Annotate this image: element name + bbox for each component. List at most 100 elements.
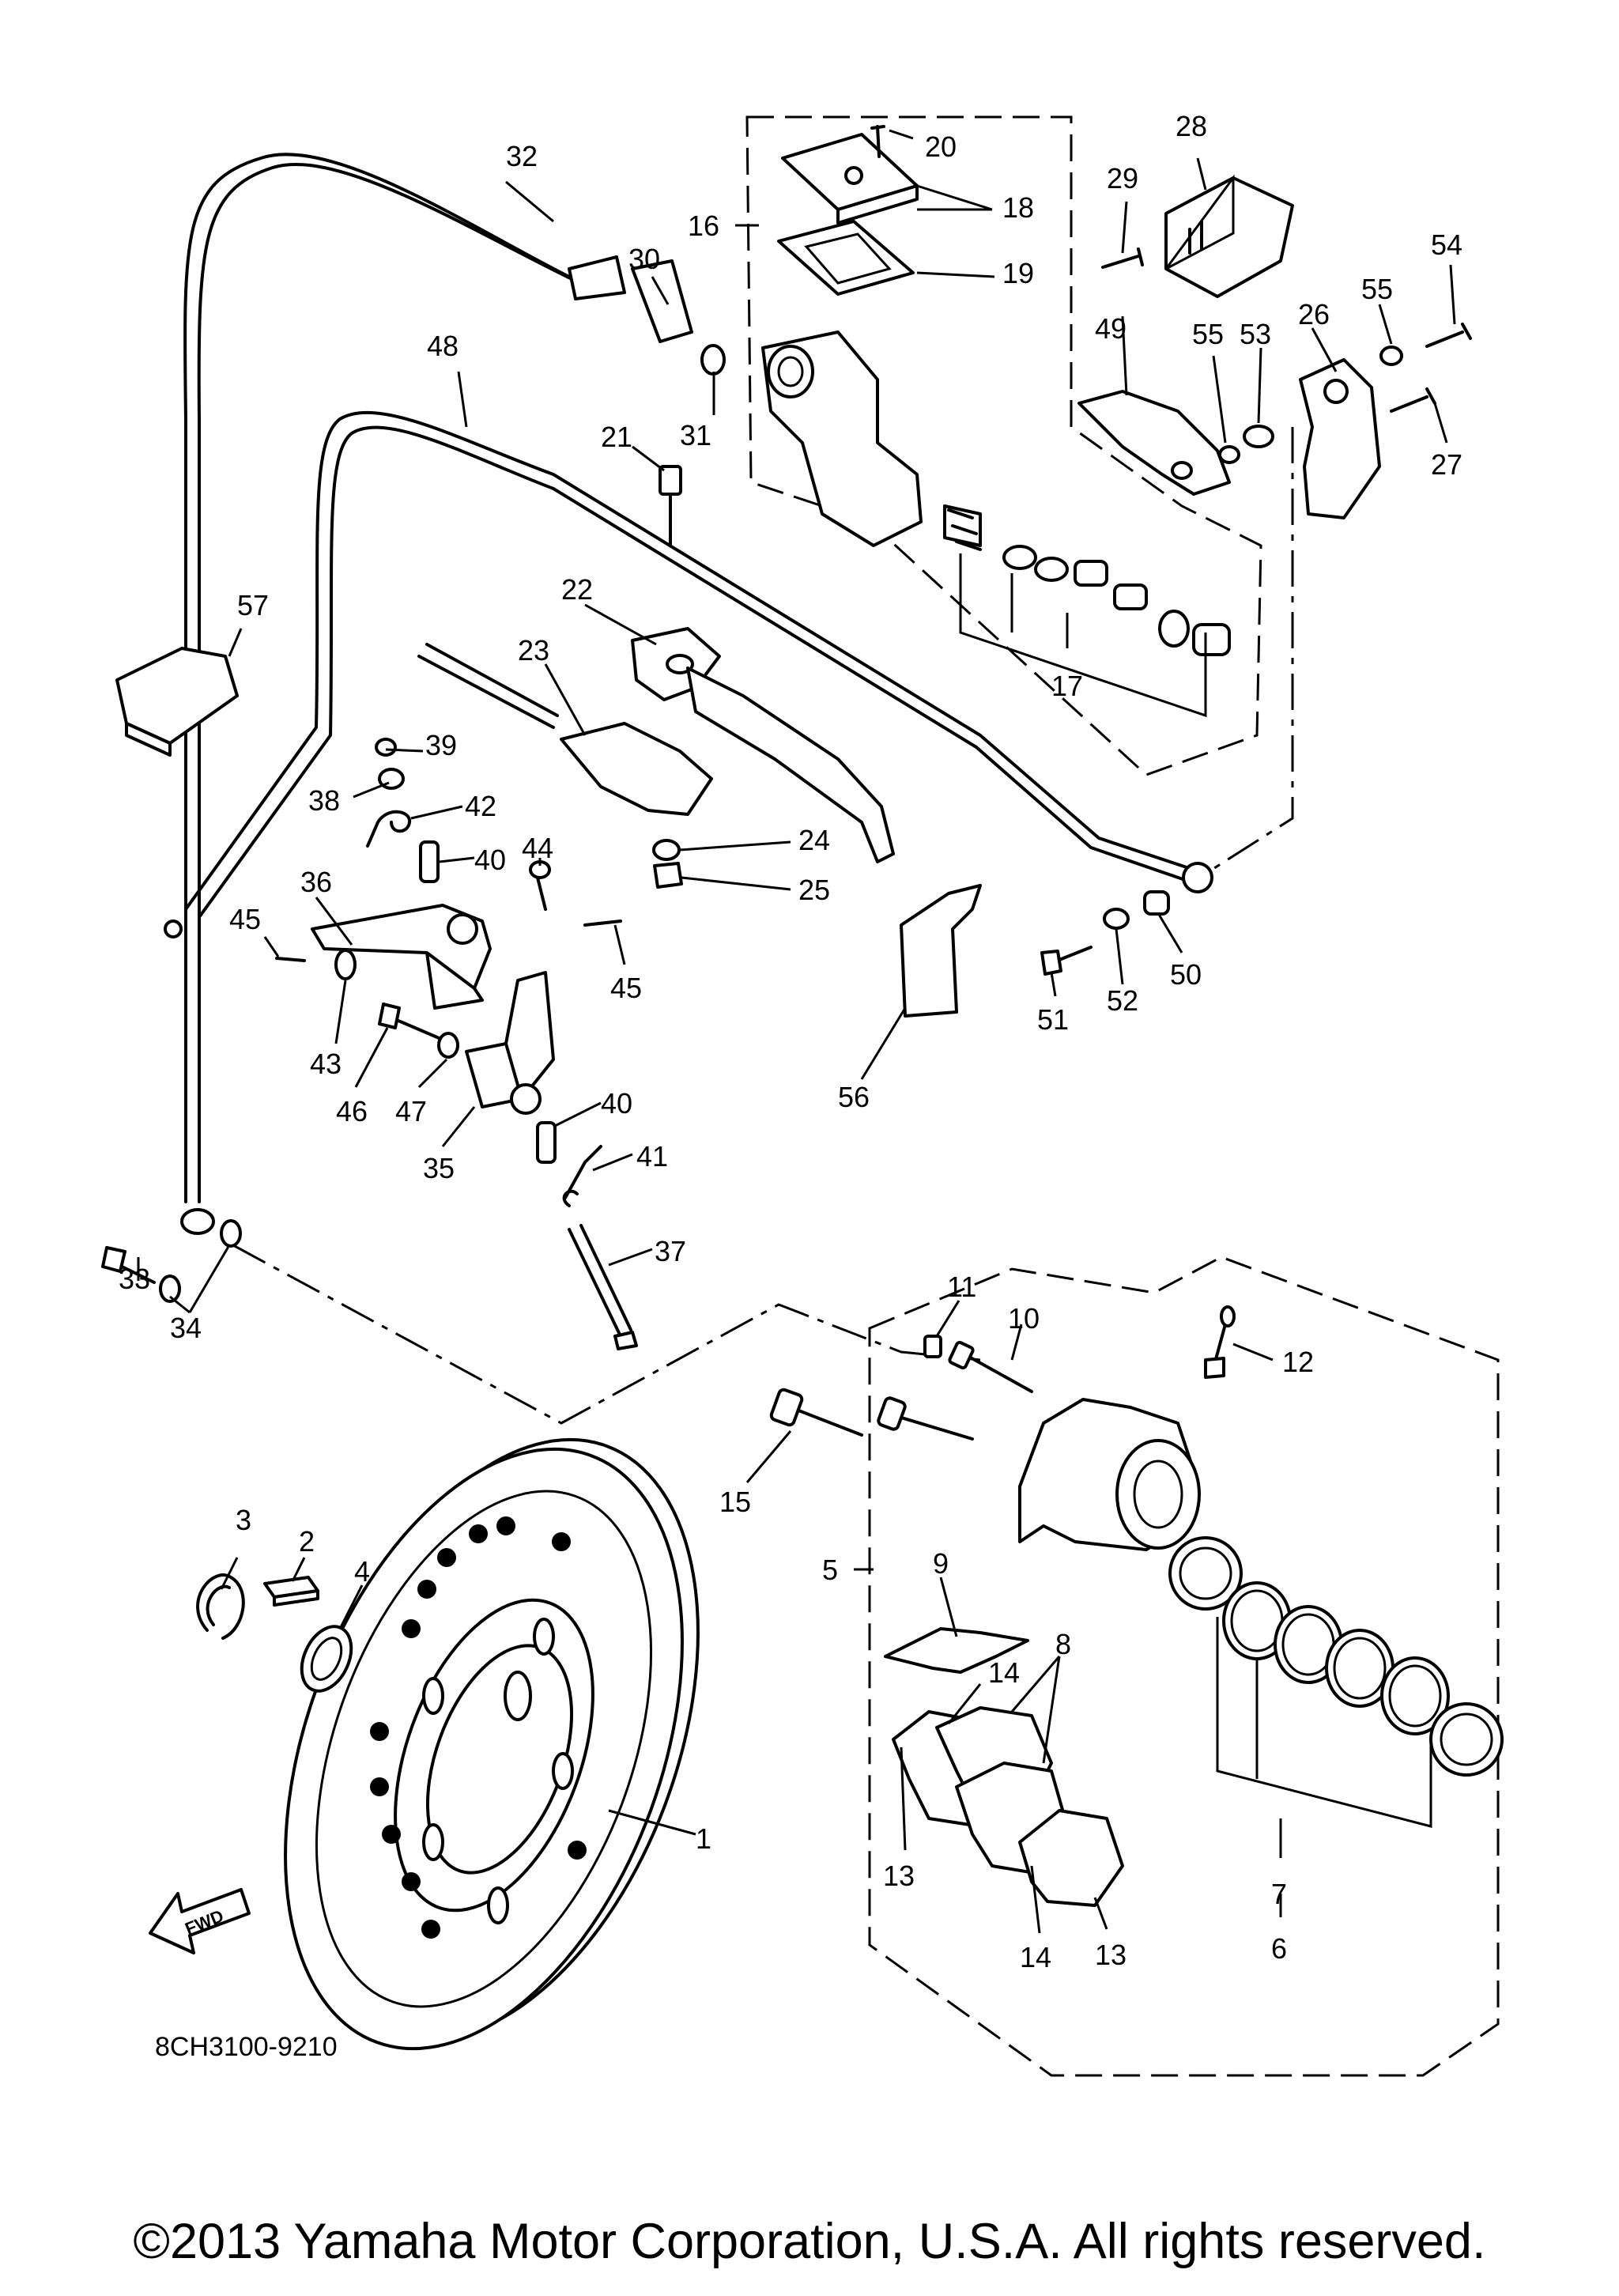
callout-13a: 13 xyxy=(883,1860,915,1892)
callout-55a: 55 xyxy=(1192,318,1224,350)
fwd-arrow: FWD xyxy=(149,1888,251,1954)
guard-56 xyxy=(900,884,982,1018)
screw-20 xyxy=(870,125,885,158)
pedal-linkage xyxy=(101,738,638,1350)
seal-7d xyxy=(1380,1656,1450,1735)
misc-parts xyxy=(900,884,1170,1018)
callout-15: 15 xyxy=(719,1486,751,1518)
callout-1: 1 xyxy=(696,1822,711,1855)
pin-44 xyxy=(536,876,547,911)
callout-32: 32 xyxy=(506,140,538,172)
callout-23: 23 xyxy=(518,634,549,667)
callout-17: 17 xyxy=(1051,670,1083,702)
pin-43 xyxy=(334,949,357,980)
callout-3: 3 xyxy=(236,1504,251,1536)
callout-56: 56 xyxy=(838,1081,870,1113)
callout-25: 25 xyxy=(798,874,830,906)
callout-31: 31 xyxy=(680,419,711,451)
collar-53 xyxy=(1243,425,1274,448)
callout-14b: 14 xyxy=(1020,1941,1051,1973)
diaphragm-19 xyxy=(777,220,915,296)
copyright-notice: ©2013 Yamaha Motor Corporation, U.S.A. A… xyxy=(133,2214,1486,2269)
callout-13b: 13 xyxy=(1095,1939,1127,1971)
circlip-3 xyxy=(196,1573,245,1640)
callout-24: 24 xyxy=(798,824,830,856)
callout-41: 41 xyxy=(636,1140,668,1173)
cotter-45b xyxy=(583,920,622,927)
callout-54: 54 xyxy=(1431,228,1462,261)
callout-7: 7 xyxy=(1271,1878,1287,1910)
callout-14a: 14 xyxy=(988,1656,1020,1689)
washer-55b xyxy=(1379,346,1403,366)
callout-6: 6 xyxy=(1271,1932,1287,1965)
callout-28: 28 xyxy=(1176,110,1207,142)
callout-30: 30 xyxy=(628,243,660,275)
collar-47 xyxy=(437,1032,459,1059)
callout-57: 57 xyxy=(237,589,269,621)
callout-42: 42 xyxy=(465,790,496,822)
callout-52: 52 xyxy=(1107,984,1138,1017)
pin-40a xyxy=(419,840,440,883)
master-cylinder xyxy=(761,125,1231,718)
diagram-code: 8CH3100-9210 xyxy=(155,2032,338,2062)
cable-routing-line xyxy=(1205,427,1294,875)
callout-16: 16 xyxy=(688,210,719,242)
callout-34: 34 xyxy=(170,1312,202,1344)
nut-24 xyxy=(652,839,681,861)
pedal-49 xyxy=(1077,390,1231,496)
washer-34b xyxy=(220,1219,242,1248)
callout-19: 19 xyxy=(1002,257,1034,289)
master-cylinder-assembly-box xyxy=(745,115,1262,776)
spring-41 xyxy=(562,1145,602,1207)
leader-lines xyxy=(137,129,1456,1934)
callout-21: 21 xyxy=(601,421,632,453)
callout-29: 29 xyxy=(1107,162,1138,194)
callout-18: 18 xyxy=(1002,191,1034,224)
switch-28 xyxy=(1164,176,1294,298)
callout-44: 44 xyxy=(522,832,553,864)
spring-42 xyxy=(366,810,411,848)
callout-50: 50 xyxy=(1170,958,1202,991)
cotter-45a xyxy=(275,957,306,962)
callout-53: 53 xyxy=(1240,318,1271,350)
callout-39: 39 xyxy=(425,729,457,761)
callout-9: 9 xyxy=(933,1547,949,1580)
callout-51: 51 xyxy=(1037,1003,1069,1036)
spring-9 xyxy=(884,1627,1029,1674)
rod-37 xyxy=(568,1228,622,1338)
washer-34a xyxy=(159,1275,181,1303)
brake-cables xyxy=(115,153,1213,1203)
bracket-26 xyxy=(1299,358,1381,519)
callout-37: 37 xyxy=(655,1235,686,1267)
washer-52 xyxy=(1103,908,1130,930)
callout-8: 8 xyxy=(1055,1628,1071,1660)
callout-35: 35 xyxy=(423,1152,455,1184)
bolt-54 xyxy=(1425,323,1472,348)
collar-39 xyxy=(375,738,397,757)
callout-26: 26 xyxy=(1298,298,1330,330)
callout-43: 43 xyxy=(310,1048,342,1080)
hose-routing-line xyxy=(232,1244,981,1425)
callout-36: 36 xyxy=(300,866,332,898)
cable-32 xyxy=(183,153,571,1203)
washer-31 xyxy=(700,344,726,376)
callout-38: 38 xyxy=(308,784,340,817)
callout-4: 4 xyxy=(354,1555,370,1588)
callout-40b: 40 xyxy=(601,1087,632,1120)
adjuster-30 xyxy=(631,259,693,343)
callout-55b: 55 xyxy=(1361,273,1393,305)
caliper-assembly-box xyxy=(868,1256,1500,2077)
bolt-27 xyxy=(1390,387,1436,413)
callout-49: 49 xyxy=(1095,312,1127,345)
callout-20: 20 xyxy=(925,130,957,163)
callout-5: 5 xyxy=(822,1554,838,1586)
callout-22: 22 xyxy=(561,573,593,606)
callout-45b: 45 xyxy=(610,972,642,1004)
callout-11: 11 xyxy=(947,1271,976,1303)
callout-numbers: 1 2 3 4 5 6 7 8 9 10 11 12 13 13 14 14 1… xyxy=(119,110,1462,1973)
callout-46: 46 xyxy=(336,1095,368,1127)
pin-10 xyxy=(959,1350,1033,1393)
bolt-15 xyxy=(789,1406,863,1437)
assembly-outlines xyxy=(232,115,1500,2077)
callout-33: 33 xyxy=(119,1263,150,1295)
